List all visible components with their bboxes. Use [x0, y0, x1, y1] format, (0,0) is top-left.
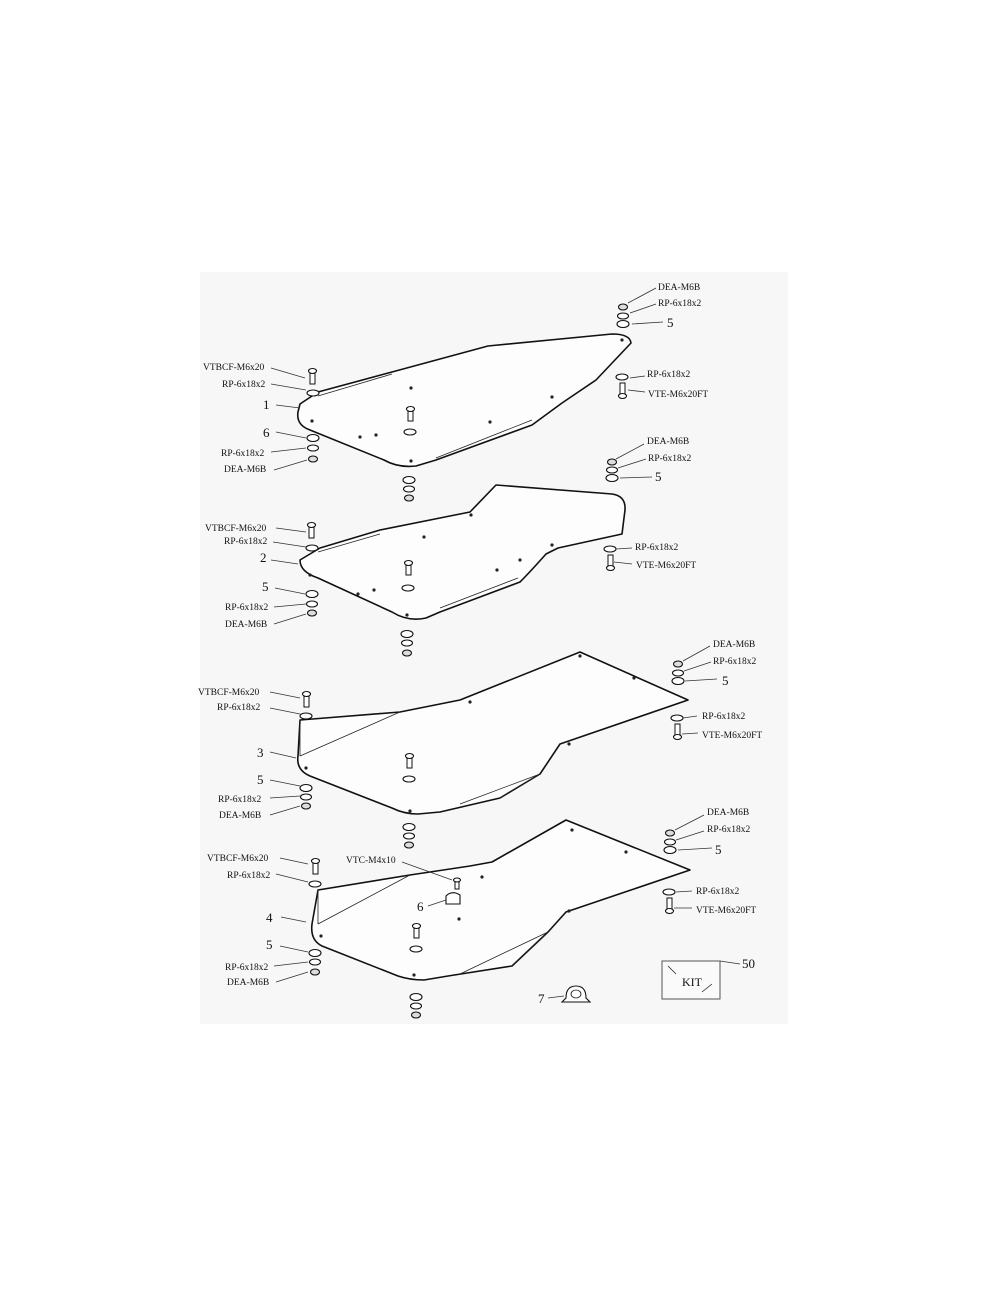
- label-vte-2: VTE-M6x20FT: [636, 561, 696, 571]
- skid-plate-3: [296, 651, 689, 815]
- label-dea-3b: DEA-M6B: [713, 640, 755, 650]
- label-dea-2a: DEA-M6B: [225, 620, 267, 630]
- label-rp-4c: RP-6x18x2: [707, 825, 751, 835]
- callout-6a: 6: [263, 425, 270, 440]
- callout-1: 1: [263, 397, 270, 412]
- plate-3-outline: [296, 651, 689, 815]
- skid-plate-1: [296, 333, 632, 468]
- callout-5d: 5: [257, 772, 264, 787]
- label-rp-2c: RP-6x18x2: [648, 454, 692, 464]
- label-rp-1a: RP-6x18x2: [222, 380, 266, 390]
- label-rp-3b: RP-6x18x2: [218, 795, 262, 805]
- label-dea-2b: DEA-M6B: [647, 437, 689, 447]
- label-rp-4a: RP-6x18x2: [227, 871, 271, 881]
- callout-2: 2: [260, 550, 267, 565]
- label-rp-4d: RP-6x18x2: [696, 887, 740, 897]
- label-rp-1c: RP-6x18x2: [658, 299, 702, 309]
- kit-label: KIT: [682, 975, 703, 989]
- callout-4: 4: [266, 910, 273, 925]
- callout-5g: 5: [715, 842, 722, 857]
- plate-3-left-hardware: [299, 690, 313, 810]
- label-dea-1a: DEA-M6B: [224, 465, 266, 475]
- callout-5b: 5: [262, 579, 269, 594]
- label-vtbcf-3: VTBCF-M6x20: [198, 688, 259, 698]
- label-rp-4b: RP-6x18x2: [225, 963, 269, 973]
- callout-6b: 6: [417, 899, 424, 914]
- label-rp-3a: RP-6x18x2: [217, 703, 261, 713]
- label-dea-3a: DEA-M6B: [219, 811, 261, 821]
- label-dea-4a: DEA-M6B: [227, 978, 269, 988]
- label-dea-4b: DEA-M6B: [707, 808, 749, 818]
- skid-plate-2: [299, 484, 626, 620]
- label-vte-3: VTE-M6x20FT: [702, 731, 762, 741]
- label-rp-2b: RP-6x18x2: [225, 603, 269, 613]
- callout-5e: 5: [722, 673, 729, 688]
- plate-3-right-hardware: [670, 660, 685, 741]
- label-vtc: VTC-M4x10: [346, 856, 396, 866]
- callout-3: 3: [257, 745, 264, 760]
- label-vte-4: VTE-M6x20FT: [696, 906, 756, 916]
- label-rp-1b: RP-6x18x2: [221, 449, 265, 459]
- pipe-clamp-7: [560, 985, 592, 1003]
- plate-3-bottom-hardware: [402, 822, 416, 849]
- label-rp-1d: RP-6x18x2: [647, 370, 691, 380]
- plate-2-right-hardware: [603, 458, 619, 572]
- skid-plate-4: [310, 819, 691, 981]
- callout-5c: 5: [655, 469, 662, 484]
- label-rp-2a: RP-6x18x2: [224, 537, 268, 547]
- label-vtbcf-4: VTBCF-M6x20: [207, 854, 268, 864]
- kit-bag: KIT: [661, 960, 721, 1000]
- label-vte-1: VTE-M6x20FT: [648, 390, 708, 400]
- label-vtbcf-2: VTBCF-M6x20: [205, 524, 266, 534]
- plate-1-right-hardware: [615, 303, 630, 400]
- plate-2-left-hardware: [305, 521, 319, 617]
- plate-1-bottom-hardware: [402, 475, 416, 502]
- plate-2-bottom-hardware: [400, 629, 414, 657]
- plate-1-left-hardware: [306, 367, 320, 463]
- label-vtbcf-1: VTBCF-M6x20: [203, 363, 264, 373]
- callout-5f: 5: [266, 937, 273, 952]
- callout-50: 50: [742, 956, 755, 971]
- label-dea-1b: DEA-M6B: [658, 283, 700, 293]
- plate-2-outline: [299, 484, 626, 620]
- plate-4-left-hardware: [308, 857, 322, 976]
- plate-4-bottom-hardware: [409, 992, 423, 1019]
- callout-5a: 5: [667, 315, 674, 330]
- plate-4-right-hardware: [662, 829, 677, 915]
- callout-7: 7: [538, 991, 545, 1006]
- label-rp-3d: RP-6x18x2: [702, 712, 746, 722]
- plate-1-outline: [296, 333, 632, 468]
- label-rp-3c: RP-6x18x2: [713, 657, 757, 667]
- label-rp-2d: RP-6x18x2: [635, 543, 679, 553]
- plate-4-outline: [310, 819, 691, 981]
